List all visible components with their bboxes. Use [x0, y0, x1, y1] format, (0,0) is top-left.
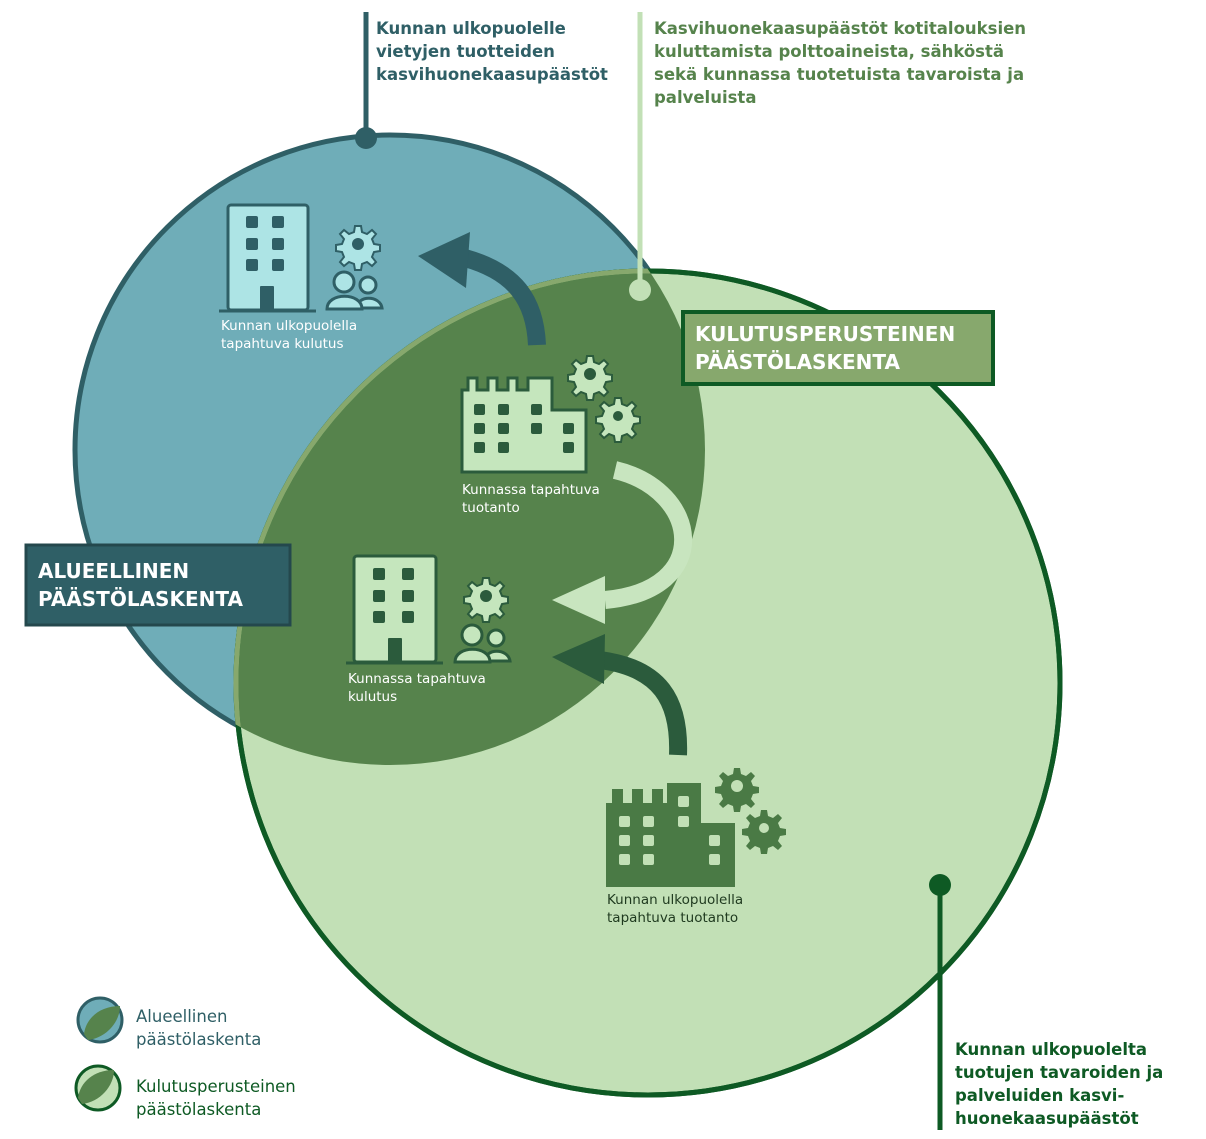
node-outside-consumption: Kunnan ulkopuolella tapahtuva kulutus	[219, 203, 384, 352]
callout-dot-top-right	[629, 279, 651, 301]
legend-swatch-kulutus	[74, 1064, 122, 1112]
node-outside-production: Kunnan ulkopuolella tapahtuva tuotanto	[606, 768, 786, 926]
node-local-consumption: Kunnassa tapahtuva kulutus	[346, 554, 512, 705]
legend: Alueellinen päästölaskenta Kulutusperust…	[74, 996, 301, 1119]
people-icon	[325, 270, 384, 311]
svg-text:ALUEELLINEN PÄÄSTÖLASKEN: ALUEELLINEN PÄÄSTÖLASKENTA	[38, 559, 243, 611]
alueellinen-box: ALUEELLINEN PÄÄSTÖLASKENTA	[24, 543, 292, 627]
people-icon	[453, 623, 512, 664]
callout-bottom-right: Kunnan ulkopuolelta tuotujen tavaroiden …	[955, 1040, 1169, 1128]
legend-label-kulutus: Kulutusperusteinen päästölaskenta	[136, 1077, 301, 1119]
callout-top-right: Kasvihuonekaasupäästöt kotitalouksien ku…	[654, 19, 1032, 107]
callout-dot-top-left	[355, 127, 377, 149]
factory-icon	[460, 376, 588, 474]
factory-icon	[606, 783, 735, 887]
node-local-production: Kunnassa tapahtuva tuotanto	[460, 355, 641, 516]
legend-label-alueellinen: Alueellinen päästölaskenta	[136, 1007, 261, 1049]
arrow-production-to-consumption	[552, 461, 693, 624]
arrow-import-to-consumption	[552, 634, 688, 756]
callout-top-left: Kunnan ulkopuolelle vietyjen tuotteiden …	[376, 19, 608, 84]
building-icon	[346, 554, 443, 665]
kulutus-box: KULUTUSPERUSTEINEN PÄÄSTÖLASKENTA	[681, 310, 995, 386]
legend-swatch-alueellinen	[76, 996, 124, 1044]
svg-text:KULUTUSPERUSTEINEN PÄÄST: KULUTUSPERUSTEINEN PÄÄSTÖLASKENTA	[695, 322, 962, 374]
svg-text:Kunnassa tapahtuva kulut: Kunnassa tapahtuva kulutus	[348, 671, 490, 705]
svg-text:Kunnan ulkopuolella tapa: Kunnan ulkopuolella tapahtuva tuotanto	[607, 892, 747, 926]
building-icon	[219, 203, 316, 313]
svg-text:Kunnassa tapahtuva tuota: Kunnassa tapahtuva tuotanto	[462, 482, 604, 516]
callout-dot-bottom-right	[929, 874, 951, 896]
svg-text:Kunnan ulkopuolella tapa: Kunnan ulkopuolella tapahtuva kulutus	[221, 318, 361, 352]
arrow-to-outside-consumption	[418, 232, 546, 346]
